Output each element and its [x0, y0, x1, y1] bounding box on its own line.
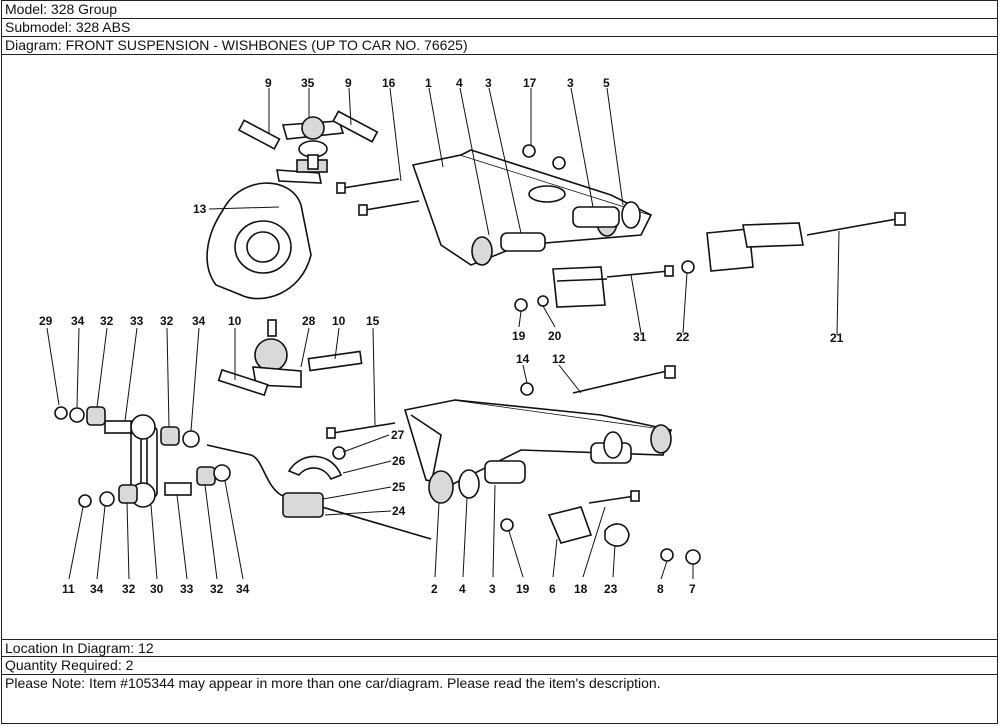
callout-29: 29	[39, 314, 53, 328]
chassis-brackets	[514, 212, 906, 312]
callout-15: 15	[366, 314, 380, 328]
callout-26: 26	[392, 454, 406, 468]
exploded-diagram: 9 35 9 16 1 4 3 17 3 5 13 29 34 32 33 32…	[1, 55, 998, 640]
callout-31: 31	[633, 330, 647, 344]
callout-numbers: 9 35 9 16 1 4 3 17 3 5 13 29 34 32 33 32…	[39, 76, 844, 596]
callout-4a: 4	[456, 76, 463, 90]
callout-16: 16	[382, 76, 396, 90]
callout-27: 27	[391, 428, 405, 442]
callout-25: 25	[392, 480, 406, 494]
callout-35: 35	[301, 76, 315, 90]
callout-7: 7	[689, 582, 696, 596]
callout-24: 24	[392, 504, 406, 518]
callout-4b: 4	[459, 582, 466, 596]
submodel-label: Submodel: 328 ABS	[1, 19, 998, 37]
callout-20: 20	[548, 329, 562, 343]
note-text: Please Note: Item #105344 may appear in …	[5, 675, 661, 691]
location-label: Location In Diagram: 12	[1, 639, 998, 657]
callout-5: 5	[603, 76, 610, 90]
drop-link	[54, 406, 231, 508]
callout-33b: 33	[180, 582, 194, 596]
callout-19a: 19	[512, 329, 526, 343]
callout-18: 18	[574, 582, 588, 596]
bracket-6	[500, 490, 701, 565]
quantity-label: Quantity Required: 2	[1, 657, 998, 675]
callout-21: 21	[830, 331, 844, 345]
anti-roll-bar	[206, 422, 432, 540]
callout-2: 2	[431, 582, 438, 596]
callout-33a: 33	[130, 314, 144, 328]
callout-3c: 3	[489, 582, 496, 596]
callout-19b: 19	[516, 582, 530, 596]
callout-32a: 32	[100, 314, 114, 328]
bolts-16	[336, 144, 566, 216]
callout-34a: 34	[71, 314, 85, 328]
callout-32c: 32	[122, 582, 136, 596]
callout-11: 11	[62, 582, 75, 596]
model-label: Model: 328 Group	[1, 1, 998, 19]
callout-3b: 3	[567, 76, 574, 90]
callout-9b: 9	[345, 76, 352, 90]
hub-carrier	[206, 159, 328, 300]
callout-34d: 34	[236, 582, 250, 596]
callout-10a: 10	[228, 314, 242, 328]
callout-34b: 34	[192, 314, 206, 328]
callout-leaders	[46, 87, 840, 580]
callout-17: 17	[523, 76, 537, 90]
upper-wishbone	[411, 149, 653, 266]
callout-34c: 34	[90, 582, 104, 596]
diagram-svg: 9 35 9 16 1 4 3 17 3 5 13 29 34 32 33 32…	[39, 76, 906, 596]
upper-ball-joint	[237, 110, 379, 170]
callout-23: 23	[604, 582, 618, 596]
lower-ball-joint	[217, 319, 363, 397]
callout-14: 14	[516, 352, 530, 366]
callout-12: 12	[552, 352, 566, 366]
callout-1: 1	[425, 76, 432, 90]
callout-30: 30	[150, 582, 164, 596]
callout-10b: 10	[332, 314, 346, 328]
callout-8: 8	[657, 582, 664, 596]
callout-3a: 3	[485, 76, 492, 90]
callout-9a: 9	[265, 76, 272, 90]
callout-28: 28	[302, 314, 316, 328]
callout-6: 6	[549, 582, 556, 596]
callout-32b: 32	[160, 314, 174, 328]
callout-32d: 32	[210, 582, 224, 596]
diagram-title: Diagram: FRONT SUSPENSION - WISHBONES (U…	[1, 37, 998, 55]
callout-22: 22	[676, 330, 690, 344]
callout-13: 13	[193, 202, 207, 216]
lower-wishbone	[403, 365, 676, 504]
